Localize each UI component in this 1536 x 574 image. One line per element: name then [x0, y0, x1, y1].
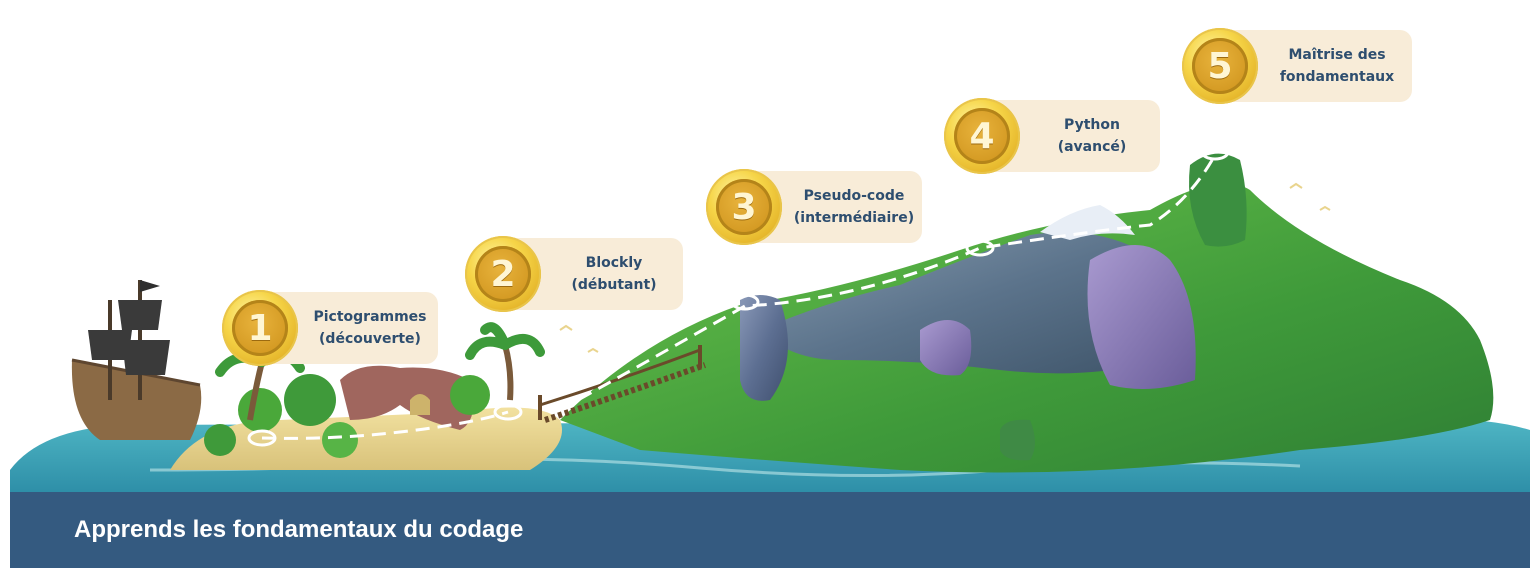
level-5[interactable]: Maîtrise des fondamentaux 5	[1182, 28, 1412, 104]
small-rock-mid	[740, 295, 788, 401]
bush	[204, 424, 236, 456]
level-label: Pictogrammes (découverte)	[313, 309, 427, 347]
bird-icon	[1289, 182, 1303, 189]
page-title: Apprends les fondamentaux du codage	[74, 516, 524, 543]
level-number: 4	[969, 115, 995, 157]
bush	[322, 422, 358, 458]
level-marker-icon	[730, 293, 760, 311]
mountain-peak-snow	[1040, 205, 1135, 240]
bird-icon	[1319, 205, 1331, 211]
level-marker-icon	[965, 239, 995, 257]
bush	[238, 388, 282, 432]
level-4[interactable]: Python (avancé) 4	[944, 98, 1160, 174]
level-label: Pseudo-code (intermédiaire)	[793, 188, 915, 226]
level-marker-icon	[493, 403, 523, 421]
title-banner: Apprends les fondamentaux du codage	[10, 492, 1530, 568]
level-3[interactable]: Pseudo-code (intermédiaire) 3	[706, 169, 922, 245]
level-number: 1	[247, 307, 273, 349]
tall-cliff	[1087, 245, 1196, 389]
level-label: Python (avancé)	[1057, 117, 1127, 155]
level-label: Blockly (débutant)	[571, 255, 657, 293]
sea-stack	[1000, 419, 1035, 461]
level-2[interactable]: Blockly (débutant) 2	[465, 236, 683, 312]
level-number: 3	[731, 186, 757, 228]
summit-peak	[1189, 153, 1247, 247]
level-coin-icon: 2	[465, 236, 541, 312]
level-1[interactable]: Pictogrammes (découverte) 1	[222, 290, 438, 366]
bird-icon	[587, 347, 599, 353]
bush	[284, 374, 336, 426]
pirate-ship-icon	[71, 280, 202, 440]
level-marker-icon	[1200, 143, 1230, 161]
level-number: 2	[490, 253, 516, 295]
level-label-pill: Blockly (débutant)	[489, 238, 683, 310]
bird-icon	[559, 324, 573, 331]
mountain-ridge	[760, 232, 1163, 374]
palm-tree-icon	[465, 322, 545, 401]
bush	[450, 375, 490, 415]
level-coin-icon: 1	[222, 290, 298, 366]
small-rock-left	[920, 320, 972, 376]
level-marker-icon	[247, 429, 277, 447]
level-coin-icon: 3	[706, 169, 782, 245]
level-label: Maîtrise des fondamentaux	[1279, 47, 1395, 85]
rope-bridge-icon	[538, 345, 706, 423]
level-coin-icon: 5	[1182, 28, 1258, 104]
rock-arch-hole	[410, 394, 430, 415]
level-path	[261, 154, 1217, 440]
level-number: 5	[1207, 45, 1233, 87]
level-coin-icon: 4	[944, 98, 1020, 174]
brown-rock	[340, 365, 474, 430]
